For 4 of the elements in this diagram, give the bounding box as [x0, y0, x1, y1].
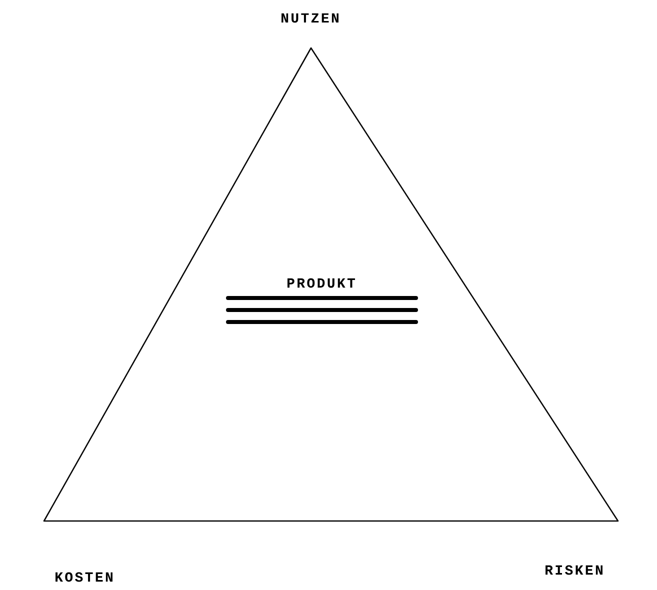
vertex-label: KOSTEN — [56, 572, 112, 582]
vertex-label: RISKEN — [546, 565, 602, 575]
triangle: PRODUKT — [43, 47, 619, 522]
vertex-label: NUTZEN — [282, 13, 338, 23]
